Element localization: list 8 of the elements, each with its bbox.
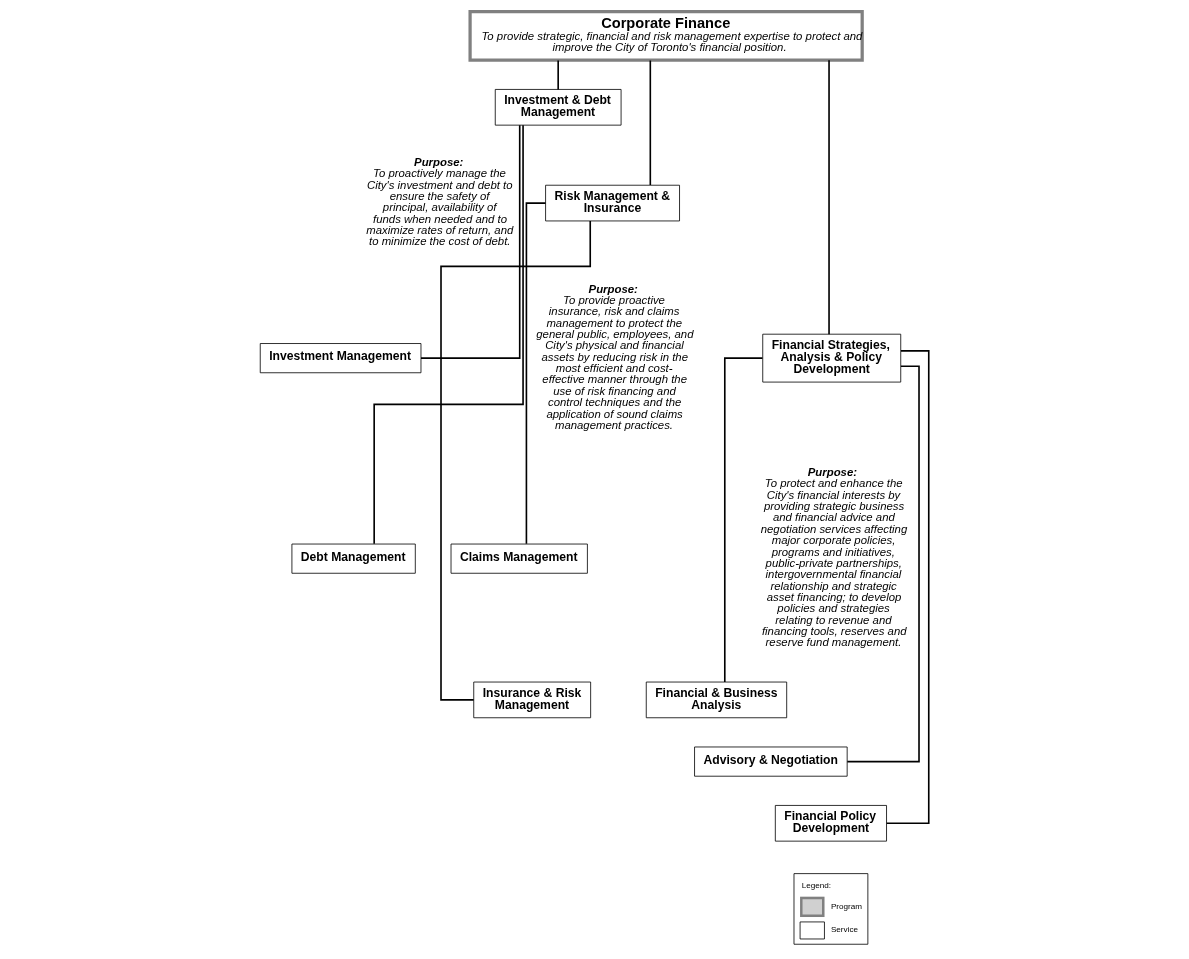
node-label: Purpose: xyxy=(807,466,858,479)
node-label: To proactively manage the City's investment and debt to ensure the safety of principal, availability of funds when needed and to maximize rates of return, and to minimize the cost of debt. xyxy=(366,167,514,248)
legend-label: Program xyxy=(830,901,863,911)
label: Legend: xyxy=(801,880,832,890)
node-label: Purpose: xyxy=(588,282,638,295)
node-label: Purpose: xyxy=(414,155,464,168)
node-label: To protect and enhance the City's financial interests by providing strategic business and financial advice and negotiation services affecting major corporate policies, programs and initiatives, public-private partnerships, intergovernmental financial relationship and strategic asset financing; to develop policies and strategies relating to revenue and financing tools, reserves and reserve fund management. xyxy=(760,477,908,649)
legend-label: Service xyxy=(830,925,858,935)
